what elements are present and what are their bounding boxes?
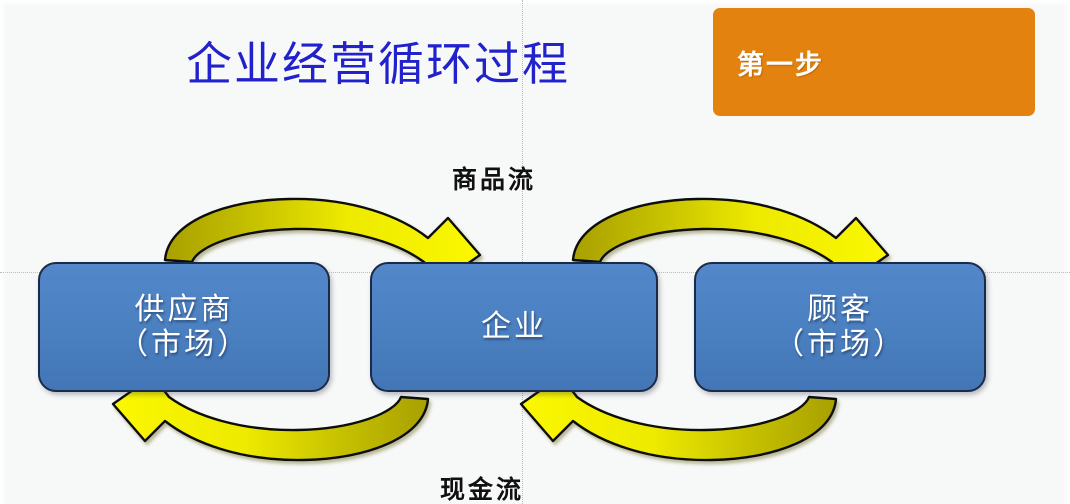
step-badge[interactable]: 第一步	[713, 8, 1035, 116]
page-edge-right	[1062, 0, 1070, 504]
entity-box-customer[interactable]: 顾客 （市场）	[694, 262, 986, 392]
entity-company-line1: 企业	[481, 310, 547, 344]
page-edge-left	[0, 0, 6, 504]
entity-customer-line1: 顾客	[807, 292, 873, 326]
page-edge-top	[0, 0, 1070, 6]
entity-supplier-line1: 供应商	[134, 292, 234, 326]
cash-flow-label: 现金流	[440, 476, 525, 504]
page-title: 企业经营循环过程	[186, 39, 570, 90]
step-badge-label: 第一步	[737, 49, 824, 80]
entity-supplier-line2: （市场）	[118, 328, 250, 361]
goods-flow-label: 商品流	[452, 166, 537, 194]
entity-customer-line2: （市场）	[774, 328, 906, 361]
entity-box-company[interactable]: 企业	[370, 262, 658, 392]
entity-box-supplier[interactable]: 供应商 （市场）	[38, 262, 330, 392]
